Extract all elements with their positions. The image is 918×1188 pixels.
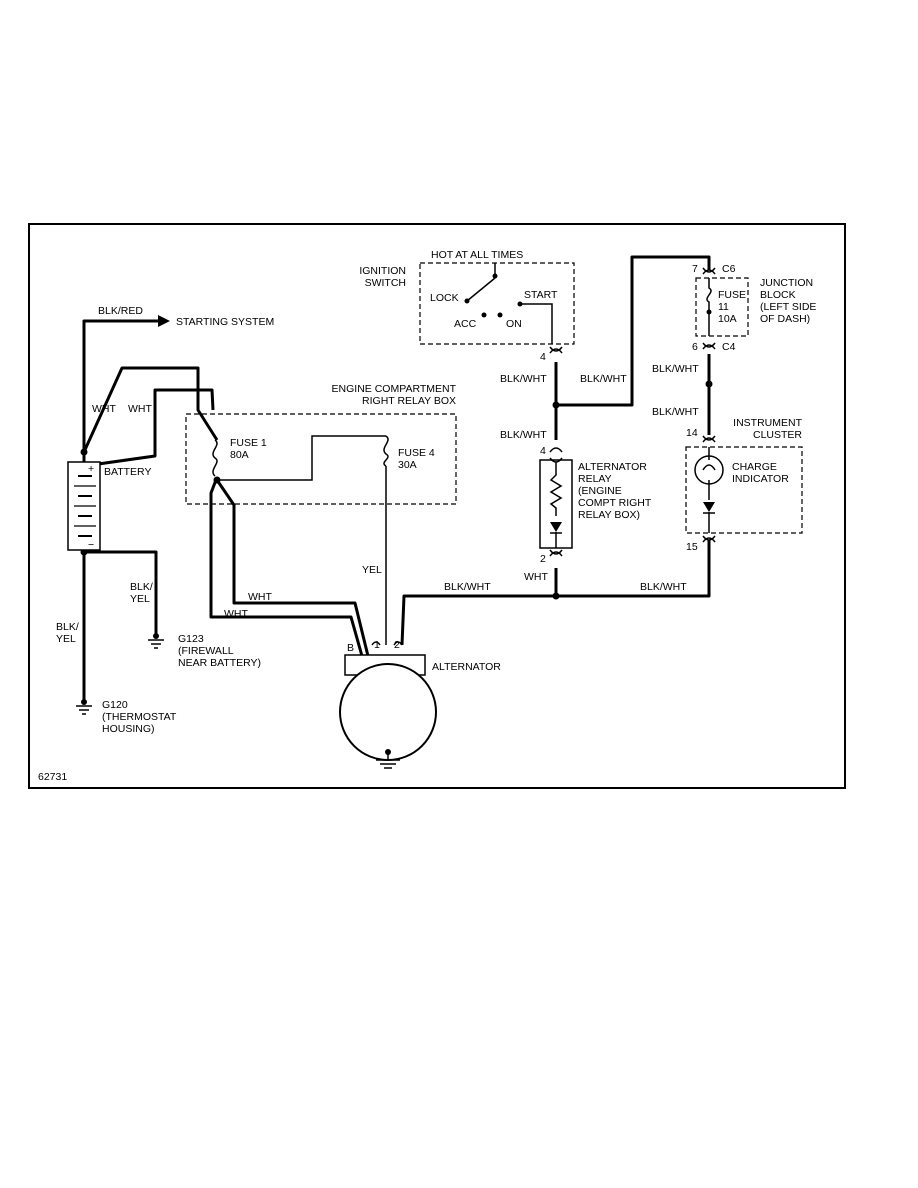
- wire-label-wht-2: WHT: [128, 403, 152, 415]
- wire-label-blk-yel-1: BLK/YEL: [130, 581, 153, 605]
- ignition-lock: LOCK: [430, 292, 459, 304]
- ground-icon: [76, 705, 92, 715]
- fuse-1-icon: [212, 439, 218, 477]
- jb-pin-top: 7: [692, 263, 698, 275]
- jb-conn-bottom: C4: [722, 341, 736, 353]
- connector-icon: [549, 346, 563, 354]
- splice-dot: [213, 476, 221, 484]
- alternator: [339, 641, 437, 769]
- wire-label-wht-3: WHT: [248, 591, 272, 603]
- ignition-switch-contacts: [464, 263, 553, 344]
- diagram-frame: [28, 223, 846, 789]
- splice-dot: [552, 401, 560, 409]
- wire-label-blk-wht-ign: BLK/WHT: [500, 373, 547, 385]
- wire-wht-4: [209, 479, 364, 657]
- wire-label-wht-4: WHT: [224, 608, 248, 620]
- alternator-term-1: 1: [374, 639, 380, 651]
- connector-icon: [702, 342, 716, 350]
- wire-label-wht-relay: WHT: [524, 571, 548, 583]
- relay-pin-top: 4: [540, 445, 546, 457]
- ignition-on: ON: [506, 318, 522, 330]
- wire-label-wht-1: WHT: [92, 403, 116, 415]
- arrow-icon: [158, 315, 170, 327]
- splice-dot: [80, 448, 88, 456]
- wire-blk-red: [82, 319, 160, 464]
- ignition-acc: ACC: [454, 318, 477, 330]
- wire-label-blk-wht-relay-top: BLK/WHT: [500, 429, 547, 441]
- ignition-pin: 4: [540, 351, 546, 363]
- wire-wht-3: [215, 479, 370, 657]
- battery: + −: [67, 461, 101, 551]
- ic-pin-bottom: 15: [686, 541, 698, 553]
- wire-label-blk-red: BLK/RED: [98, 305, 143, 317]
- splice-dot: [552, 592, 560, 600]
- fuse-11-icon: [706, 278, 712, 336]
- ignition-switch-outline: [419, 262, 575, 345]
- diode-icon: [550, 522, 562, 532]
- junction-block-outline: [695, 277, 749, 337]
- battery-label: BATTERY: [104, 466, 151, 478]
- resistor-icon: [549, 462, 563, 516]
- wire-label-blk-wht-alt: BLK/WHT: [444, 581, 491, 593]
- diagram-id: 62731: [38, 771, 67, 783]
- starting-system-label: STARTING SYSTEM: [176, 316, 274, 328]
- connector-icon: [702, 267, 716, 275]
- diode-icon: [703, 502, 715, 512]
- wire-label-blk-yel-2: BLK/YEL: [56, 621, 79, 645]
- wire-label-blk-wht-jb-2: BLK/WHT: [652, 363, 699, 375]
- instrument-cluster-outline: [685, 446, 803, 534]
- alternator-label: ALTERNATOR: [432, 661, 501, 673]
- relay-pin-bottom: 2: [540, 553, 546, 565]
- battery-plus: +: [88, 463, 94, 475]
- wire-wht-2: [83, 388, 215, 468]
- wire-blk-wht-jb: [556, 255, 711, 407]
- ground-icon: [148, 639, 164, 649]
- alternator-term-2: 2: [394, 639, 400, 651]
- connector-icon: [702, 535, 716, 543]
- fuse-4-icon: [383, 435, 389, 467]
- wire-label-blk-wht-ic: BLK/WHT: [652, 406, 699, 418]
- splices: [80, 380, 713, 600]
- alternator-term-b: B: [347, 642, 354, 654]
- ignition-start: START: [524, 289, 558, 301]
- wire-label-blk-wht-jb: BLK/WHT: [580, 373, 627, 385]
- connector-icon: [549, 549, 563, 557]
- splice-dot: [705, 380, 713, 388]
- relay-box-outline: [185, 413, 457, 505]
- ic-pin-top: 14: [686, 427, 698, 439]
- wire-label-yel: YEL: [362, 564, 382, 576]
- wire-wht-1: [82, 366, 219, 453]
- jb-pin-bottom: 6: [692, 341, 698, 353]
- wire-bus-fuse4: [217, 435, 386, 481]
- connector-icon: [702, 435, 716, 443]
- jb-conn-top: C6: [722, 263, 736, 275]
- wire-blk-yel-g123: [84, 550, 158, 634]
- ignition-hot-label: HOT AT ALL TIMES: [431, 249, 523, 261]
- wire-label-blk-wht-bottom: BLK/WHT: [640, 581, 687, 593]
- charge-lamp-icon: [694, 455, 724, 485]
- battery-minus: −: [88, 539, 94, 551]
